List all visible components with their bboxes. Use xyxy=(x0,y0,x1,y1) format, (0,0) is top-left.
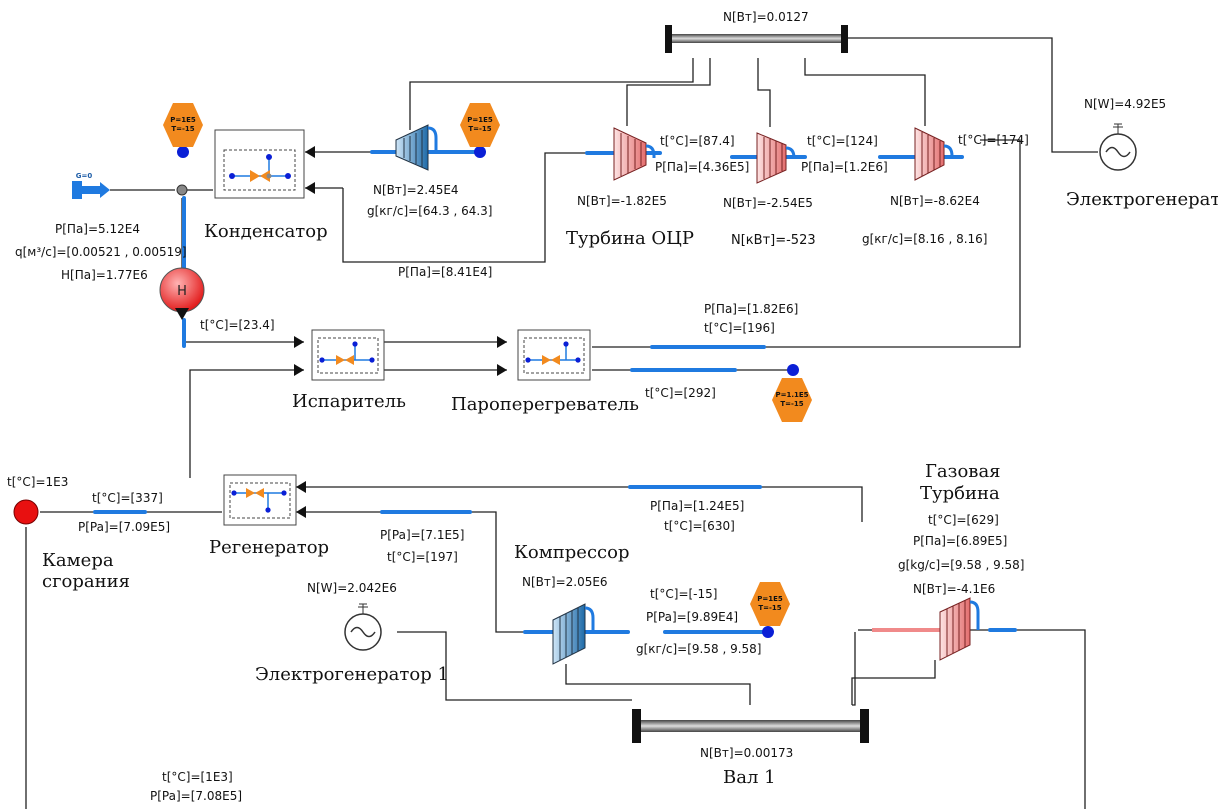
condenser-return-pressure: P[Па]=[8.41E4] xyxy=(398,265,493,279)
compressor-pressure: P[Pa]=[9.89E4] xyxy=(646,610,739,624)
shaft-bottom-title: Вал 1 xyxy=(723,767,776,788)
gas-turbine-title-line1: Газовая xyxy=(925,461,1001,482)
combustor-icon[interactable] xyxy=(13,499,39,525)
compressor-temp: t[°C]=[-15] xyxy=(650,587,718,601)
superheater-temp: t[°C]=[196] xyxy=(704,321,775,335)
shaft-top-label: N[Вт]=0.0127 xyxy=(723,10,809,24)
regenerator-unit[interactable] xyxy=(223,474,297,526)
pump-glyph: H xyxy=(177,284,187,299)
boundary-pressure: P=1E5 xyxy=(170,116,196,124)
pump-outlet-temp: t[°C]=[23.4] xyxy=(200,318,275,332)
shaft-bottom-label: N[Вт]=0.00173 xyxy=(700,746,794,760)
regenerator-temp-in: t[°C]=[337] xyxy=(92,491,163,505)
condenser-pressure: P[Па]=5.12E4 xyxy=(55,222,140,236)
condenser-title: Конденсатор xyxy=(204,221,328,242)
evaporator-unit[interactable] xyxy=(311,329,385,381)
orc-stage2-pressure: P[Па]=[1.2E6] xyxy=(801,160,888,174)
bottom-temp: t[°C]=[1E3] xyxy=(162,770,233,784)
condenser-unit[interactable] xyxy=(214,129,305,199)
combustor-title-line1: Камера xyxy=(42,550,114,571)
regenerator-title: Регенератор xyxy=(209,537,330,558)
superheater-gas-temp: t[°C]=[292] xyxy=(645,386,716,400)
source-label: G=0 xyxy=(76,172,93,180)
superheater-unit[interactable] xyxy=(517,329,591,381)
gas-turbine-power: N[Вт]=-4.1E6 xyxy=(913,582,996,596)
orc-stage1-pressure: P[Па]=[4.36E5] xyxy=(655,160,750,174)
boundary-pressure: P=1.1E5 xyxy=(775,391,809,399)
cooler-turbine-flow: g[кг/с]=[64.3 , 64.3] xyxy=(367,204,493,218)
shaft-top[interactable] xyxy=(665,25,848,53)
gas-turbine-icon[interactable] xyxy=(939,597,980,661)
generator-bottom-label: N[W]=2.042E6 xyxy=(307,581,397,595)
shaft-bottom[interactable] xyxy=(632,709,869,743)
orc-turbine-stage3-icon[interactable] xyxy=(914,127,954,181)
cooler-turbine-icon[interactable] xyxy=(395,124,438,171)
source-icon[interactable] xyxy=(72,181,110,199)
boundary-compressor[interactable]: P=1E5 T=-15 xyxy=(750,582,790,626)
compressor-title: Компрессор xyxy=(514,542,630,563)
orc-turbine-stage1-icon[interactable] xyxy=(613,127,656,181)
gas-turbine-temp: t[°C]=[629] xyxy=(928,513,999,527)
bottom-pressure: P[Pa]=[7.08E5] xyxy=(150,789,243,803)
boundary-condenser-left[interactable]: P=1E5 T=-15 xyxy=(163,103,203,147)
combustor-title-line2: сгорания xyxy=(42,571,130,592)
cooler-turbine-power: N[Вт]=2.45E4 xyxy=(373,183,459,197)
compressor-icon[interactable] xyxy=(552,603,595,665)
orc-turbine-title: Турбина ОЦР xyxy=(566,228,694,249)
evaporator-title: Испаритель xyxy=(292,391,406,412)
orc-stage2-power: N[Вт]=-2.54E5 xyxy=(723,196,813,210)
superheater-title: Пароперегреватель xyxy=(451,394,639,415)
connection-nodes xyxy=(176,146,799,638)
boundary-temp: T=-15 xyxy=(468,125,492,133)
pipe-segments xyxy=(93,150,1017,634)
regenerator-pressure-in: P[Pa]=[7.09E5] xyxy=(78,520,171,534)
orc-stage1-power: N[Вт]=-1.82E5 xyxy=(577,194,667,208)
orc-stage3-temp: t[°C]=[174] xyxy=(958,133,1029,147)
gas-turbine-title-line2: Турбина xyxy=(920,483,1000,504)
flow-arrows xyxy=(294,146,507,518)
pump-head: H[Па]=1.77E6 xyxy=(61,268,148,282)
compressor-flow: g[кг/с]=[9.58 , 9.58] xyxy=(636,642,762,656)
boundary-temp: T=-15 xyxy=(758,604,782,612)
generator-top-label: N[W]=4.92E5 xyxy=(1084,97,1167,111)
superheater-pressure: P[Па]=[1.82E6] xyxy=(704,302,799,316)
combustor-temp: t[°C]=1E3 xyxy=(7,475,69,489)
orc-stage2-temp: t[°C]=[124] xyxy=(807,134,878,148)
orc-stage3-flow: g[кг/с]=[8.16 , 8.16] xyxy=(862,232,988,246)
generator-bottom-icon[interactable] xyxy=(344,603,382,651)
generator-bottom-title: Электрогенератор 1 xyxy=(255,664,449,685)
pump-icon[interactable] xyxy=(159,267,205,320)
regenerator-pressure-air: P[Pa]=[7.1E5] xyxy=(380,528,465,542)
regenerator-temp-air: t[°C]=[197] xyxy=(387,550,458,564)
orc-turbine-stage2-icon[interactable] xyxy=(756,132,796,184)
boundary-temp: T=-15 xyxy=(780,400,804,408)
compressor-power: N[Вт]=2.05E6 xyxy=(522,575,608,589)
regenerator-pressure-gas: P[Па]=[1.24E5] xyxy=(650,499,745,513)
condenser-flow: q[м³/с]=[0.00521 , 0.00519] xyxy=(15,245,187,259)
boundary-pressure: P=1E5 xyxy=(467,116,493,124)
boundary-temp: T=-15 xyxy=(171,125,195,133)
generator-top-icon[interactable] xyxy=(1099,123,1137,171)
boundary-pressure: P=1E5 xyxy=(757,595,783,603)
orc-stage3-power: N[Вт]=-8.62E4 xyxy=(890,194,980,208)
gas-turbine-pressure: P[Па]=[6.89E5] xyxy=(913,534,1008,548)
regenerator-temp-gas: t[°C]=[630] xyxy=(664,519,735,533)
orc-stage1-temp: t[°C]=[87.4] xyxy=(660,134,735,148)
generator-top-title: Электрогенератор xyxy=(1066,189,1218,210)
boundary-superheater[interactable]: P=1.1E5 T=-15 xyxy=(772,378,812,422)
gas-turbine-flow: g[kg/c]=[9.58 , 9.58] xyxy=(898,558,1025,572)
orc-turbine-total-power: N[кВт]=-523 xyxy=(731,233,816,248)
